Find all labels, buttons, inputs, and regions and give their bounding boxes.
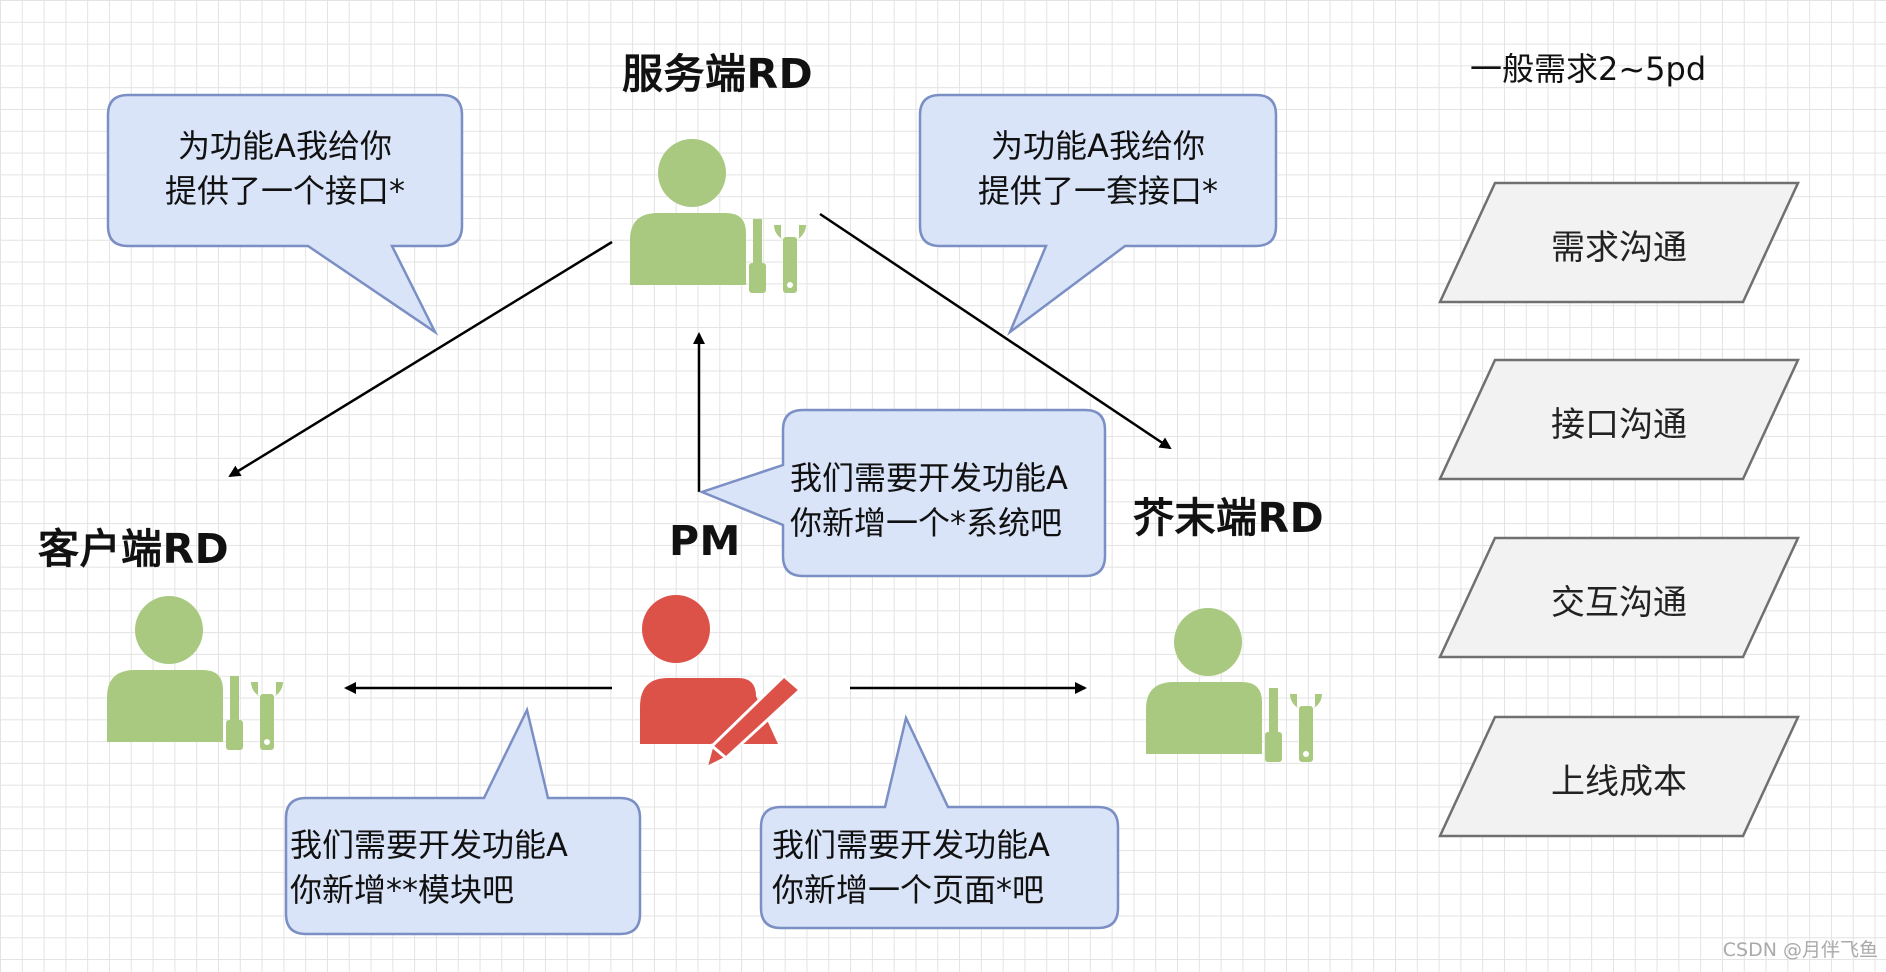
speech-bubble-pm-to-server <box>698 408 1107 578</box>
server-rd-icon <box>630 139 806 293</box>
step-label-4: 上线成本 <box>1551 762 1687 802</box>
watermark: CSDN @月伴飞鱼 <box>1722 939 1878 961</box>
jiemo-rd-icon <box>1146 608 1322 762</box>
pm-label: PM <box>669 517 741 565</box>
bubble-text-pm-to-jiemo: 我们需要开发功能A 你新增一个页面*吧 <box>772 826 1050 909</box>
jiemo-rd-label: 芥末端RD <box>1133 494 1325 542</box>
client-rd-label: 客户端RD <box>38 525 230 573</box>
speech-bubble-server-left <box>106 93 464 336</box>
bubble-text-pm-to-server: 我们需要开发功能A 你新增一个*系统吧 <box>790 459 1068 542</box>
estimate-note: 一般需求2~5pd <box>1470 50 1707 88</box>
step-label-3: 交互沟通 <box>1551 583 1687 623</box>
pm-icon <box>640 595 803 771</box>
bubble-text-server-left: 为功能A我给你 提供了一个接口* <box>164 127 405 210</box>
bubble-text-server-right: 为功能A我给你 提供了一套接口* <box>977 127 1218 210</box>
server-rd-label: 服务端RD <box>622 50 814 98</box>
speech-bubble-server-right <box>918 93 1278 336</box>
step-label-2: 接口沟通 <box>1551 405 1687 445</box>
step-shape-4 <box>1438 715 1800 838</box>
arrow-server-to-jiemo <box>819 212 1172 450</box>
step-label-1: 需求沟通 <box>1551 228 1687 268</box>
speech-bubble-pm-to-client <box>284 706 642 936</box>
step-shape-1 <box>1438 181 1800 304</box>
step-shape-3 <box>1438 536 1800 659</box>
step-shape-2 <box>1438 358 1800 481</box>
speech-bubble-pm-to-jiemo <box>759 714 1120 930</box>
arrow-server-to-client <box>228 240 613 478</box>
bubble-text-pm-to-client: 我们需要开发功能A 你新增**模块吧 <box>290 826 568 909</box>
client-rd-icon <box>107 596 283 750</box>
